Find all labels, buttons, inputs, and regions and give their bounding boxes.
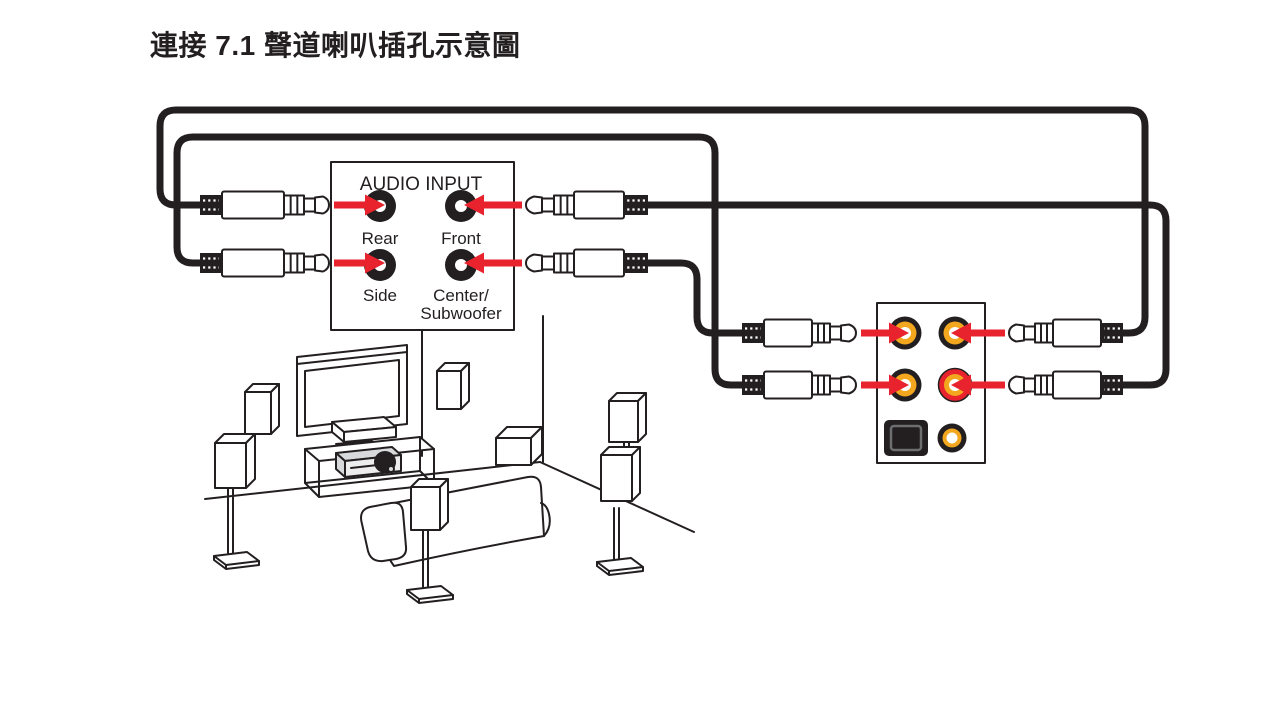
audio-input-title: AUDIO INPUT [360,174,483,195]
center-speaker-icon [331,416,397,443]
center-label-line2: Subwoofer [420,304,502,323]
audio-input-box: AUDIO INPUT Rear Front Side Center/ Subw… [330,161,515,331]
tv-icon [296,344,408,451]
optical-port-icon [884,420,928,456]
speaker-on-stand-icon [213,433,260,570]
stereo-mini-plug-icon [1008,318,1123,348]
red-arrow-icon [951,374,1005,396]
cable-front [642,201,1170,389]
stereo-mini-plug-icon [742,318,857,348]
speaker-cables [156,106,1170,389]
center-label-line1: Center/ [433,286,489,305]
cable-center-subwoofer [642,259,748,337]
stereo-mini-plug-icon [742,370,857,400]
stereo-mini-plug-icon [525,248,648,278]
plug-layer [200,190,1123,400]
speaker-on-stand-icon [406,478,454,604]
stereo-mini-plug-icon [1008,370,1123,400]
stereo-mini-plug-icon [200,190,330,220]
speaker-icon [436,362,470,410]
rear-speakers-on-stand-icon [596,392,647,576]
speaker-icon [244,383,280,435]
cable-side [173,133,748,389]
red-arrow-icon [951,322,1005,344]
floor-line-left [204,461,541,500]
red-arrow-icon [334,252,385,274]
front-jack-icon [445,190,477,222]
red-arrow-icon [464,252,522,274]
arrow-layer [334,194,1005,396]
center-subwoofer-jack-icon [445,249,477,281]
home-theater-illustration [204,315,695,604]
page-title: 連接 7.1 聲道喇叭插孔示意圖 [150,30,521,61]
av-receiver-icon [335,446,402,478]
red-arrow-icon [861,374,909,396]
subwoofer-icon [495,426,543,466]
red-arrow-icon [464,194,522,216]
side-label: Side [363,286,397,305]
front-label: Front [441,229,481,248]
stereo-mini-plug-icon [200,248,330,278]
rear-label: Rear [362,229,399,248]
red-arrow-icon [861,322,909,344]
stereo-mini-plug-icon [525,190,648,220]
cable-rear [156,106,1149,337]
red-arrow-icon [334,194,385,216]
gold-jack-icon [937,423,967,453]
